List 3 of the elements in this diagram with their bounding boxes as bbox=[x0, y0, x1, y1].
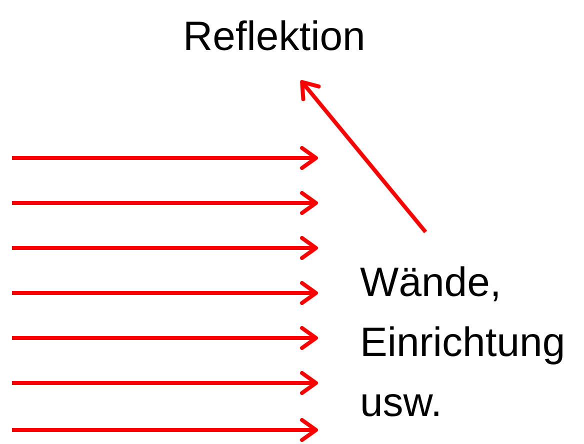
arrow bbox=[300, 80, 428, 234]
label-text: Wände, Einrichtung usw. bbox=[360, 258, 566, 427]
label-text: Reflektion bbox=[183, 12, 366, 61]
